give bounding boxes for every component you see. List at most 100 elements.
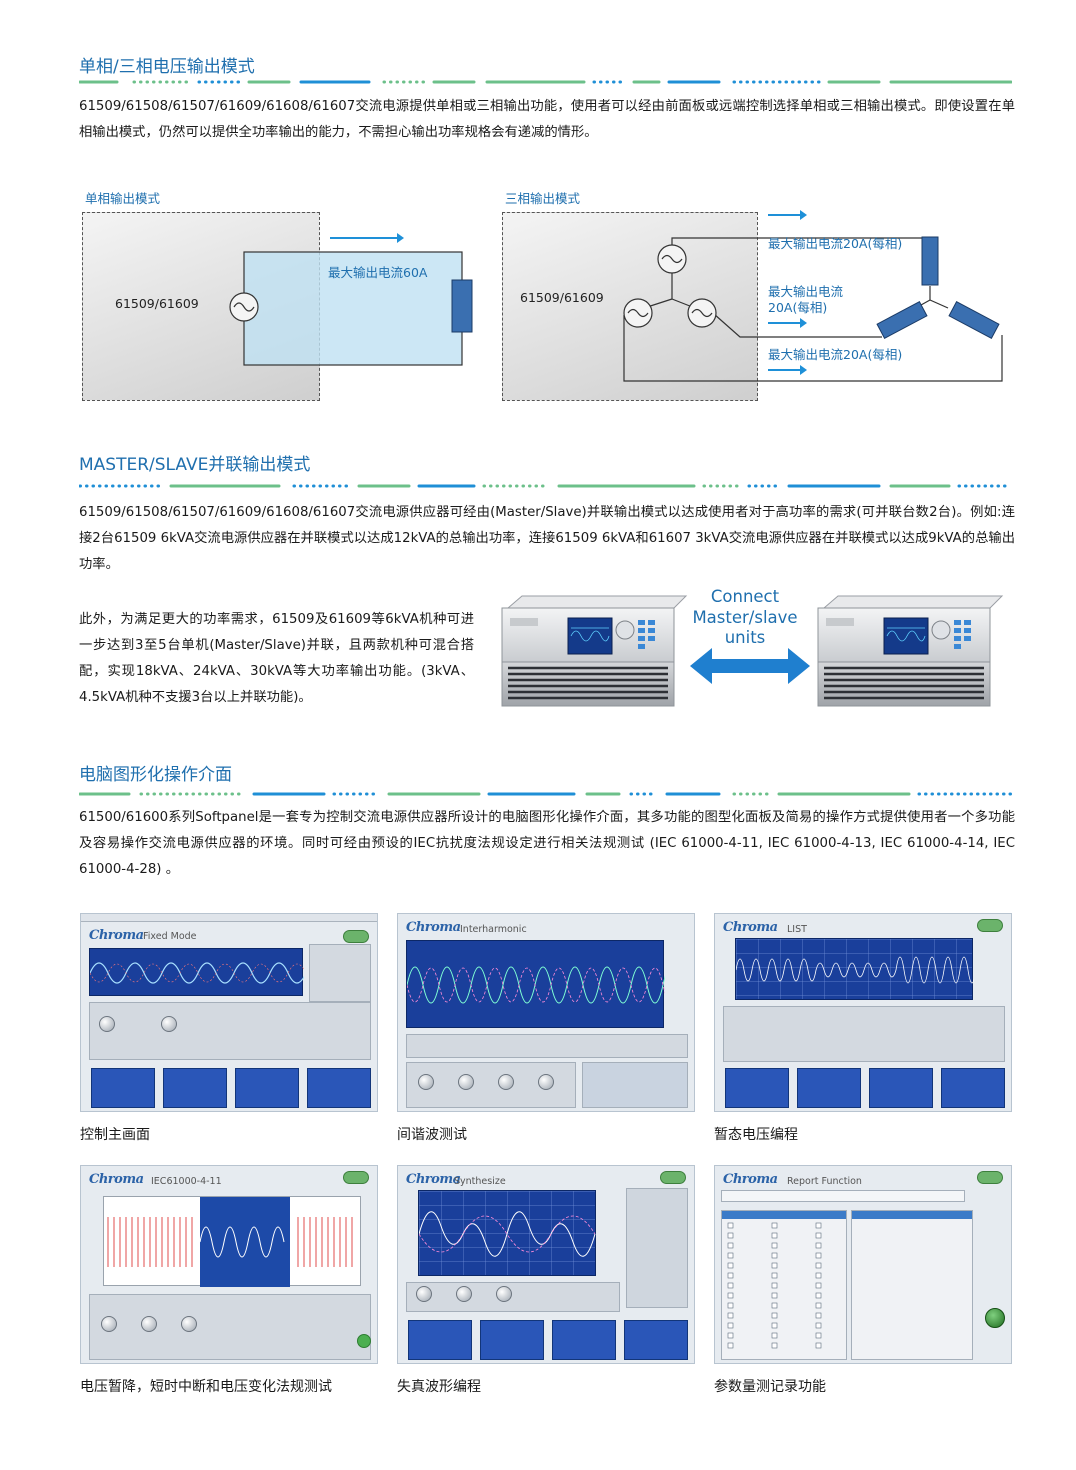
waveform-scope [735, 938, 974, 1000]
single-phase-current: 最大输出电流60A [328, 265, 428, 280]
mini-scope [941, 1068, 1005, 1108]
three-phase-current-mid-2: 20A(每相) [768, 300, 828, 315]
waveform-scope [406, 940, 680, 1028]
mini-scope [307, 1068, 371, 1108]
three-phase-label: 三相输出模式 [505, 191, 581, 206]
chroma-logo: Chroma [723, 920, 778, 935]
settings-panel [89, 1002, 371, 1060]
mini-scope [235, 1068, 299, 1108]
section-title-master-slave: MASTER/SLAVE并联输出模式 [79, 455, 311, 475]
chroma-logo: Chroma [406, 1172, 461, 1187]
mini-scope [797, 1068, 861, 1108]
screenshot-interharmonic: Chroma Interharmonic [397, 913, 695, 1112]
screenshot-report-function: Chroma Report Function [714, 1165, 1012, 1364]
report-path-field[interactable] [721, 1190, 965, 1202]
chroma-logo: Chroma [89, 1172, 144, 1187]
chroma-logo: Chroma [89, 928, 144, 943]
iec-settings-panel [89, 1294, 371, 1360]
synthesized-waveform [419, 1211, 596, 1257]
single-phase-diagram [229, 233, 473, 366]
bidirectional-arrow [690, 648, 810, 684]
section-side-paragraph: 此外，为满足更大的功率需求，61509及61609等6kVA机种可进一步达到3至… [79, 612, 474, 705]
chroma-logo: Chroma [723, 1172, 778, 1187]
three-phase-current-mid-1: 最大输出电流 [768, 284, 844, 299]
back-button[interactable] [343, 930, 369, 943]
section-paragraph-softpanel: 61500/61600系列Softpanel是一套专为控制交流电源供应器所设计的… [79, 810, 1015, 877]
mini-scope [552, 1320, 616, 1360]
knob[interactable] [181, 1316, 197, 1332]
mini-scope [163, 1068, 227, 1108]
parameter-checklist [721, 1210, 847, 1360]
mini-scope [869, 1068, 933, 1108]
knob[interactable] [418, 1074, 434, 1090]
mini-scope [725, 1068, 789, 1108]
screenshot-fixed-mode: Chroma Fixed Mode [80, 913, 378, 1112]
mini-scope [480, 1320, 544, 1360]
section-paragraph-master-slave: 61509/61508/61507/61609/61608/61607交流电源供… [79, 505, 1015, 572]
measurement-table [582, 1062, 688, 1108]
list-waveform [736, 956, 974, 984]
single-phase-model: 61509/61609 [115, 296, 199, 311]
back-button[interactable] [660, 1171, 686, 1184]
connect-label-line-1: Connect [710, 587, 780, 606]
section-title-softpanel: 电脑图形化操作介面 [79, 765, 232, 785]
shot-title: IEC61000-4-11 [151, 1176, 222, 1187]
section-divider [79, 792, 1012, 796]
section-divider [79, 484, 1012, 488]
back-button[interactable] [343, 1171, 369, 1184]
chroma-logo: Chroma [406, 920, 461, 935]
connect-master-slave-label: Connect Master/slave units [680, 587, 810, 649]
single-phase-label: 单相输出模式 [85, 191, 161, 206]
connect-label-line-3: units [724, 628, 766, 647]
record-start-button[interactable] [985, 1308, 1005, 1328]
dip-waveform-plot [103, 1196, 361, 1287]
mini-scope [408, 1320, 472, 1360]
frequency-knob[interactable] [161, 1016, 177, 1032]
caption-list: 暂态电压编程 [714, 1127, 798, 1143]
knob[interactable] [538, 1074, 554, 1090]
shot-title: Synthesize [454, 1176, 506, 1187]
screenshot-synthesize: Chroma Synthesize [397, 1165, 695, 1364]
section-divider [79, 80, 1012, 84]
waveform-scope [89, 948, 307, 996]
shot-title: Fixed Mode [143, 931, 197, 942]
three-phase-diagram [623, 210, 1003, 382]
master-slave-units-illustration [501, 595, 1004, 707]
screenshot-list: Chroma LIST [714, 913, 1012, 1112]
shot-title: Interharmonic [460, 924, 527, 935]
sine-waveform [89, 962, 307, 984]
voltage-dip-waveform [107, 1197, 353, 1287]
caption-synthesize: 失真波形编程 [397, 1379, 481, 1395]
caption-fixed-mode: 控制主画面 [80, 1127, 150, 1143]
screenshot-iec61000-4-11: Chroma IEC61000-4-11 [80, 1165, 378, 1364]
three-phase-current-bottom: 最大输出电流20A(每相) [768, 347, 903, 362]
mini-scope [91, 1068, 155, 1108]
shot-title: LIST [787, 924, 807, 935]
record-settings [851, 1210, 973, 1360]
harmonic-settings [406, 1034, 688, 1058]
three-phase-current-top: 最大输出电流20A(每相) [768, 236, 903, 251]
harmonics-list [626, 1188, 688, 1308]
mini-scope [624, 1320, 688, 1360]
knob[interactable] [416, 1286, 432, 1302]
caption-interharmonic: 间谐波测试 [397, 1127, 467, 1143]
connect-label-line-2: Master/slave [692, 607, 798, 627]
three-phase-source-box [502, 212, 758, 401]
voltage-knob[interactable] [99, 1016, 115, 1032]
knob[interactable] [458, 1074, 474, 1090]
section-title-phase-mode: 单相/三相电压输出模式 [79, 57, 255, 77]
knob[interactable] [456, 1286, 472, 1302]
knob[interactable] [141, 1316, 157, 1332]
sequence-panel [723, 1006, 1005, 1062]
knob[interactable] [101, 1316, 117, 1332]
start-indicator[interactable] [357, 1334, 371, 1348]
knob[interactable] [498, 1074, 514, 1090]
caption-iec61000-4-11: 电压暂降，短时中断和电压变化法规测试 [80, 1379, 332, 1395]
back-button[interactable] [977, 1171, 1003, 1184]
interharmonic-waveform [406, 966, 680, 1004]
back-button[interactable] [977, 919, 1003, 932]
three-phase-model: 61509/61609 [520, 290, 604, 305]
shot-title: Report Function [787, 1176, 862, 1187]
control-panel [309, 944, 371, 1002]
knob[interactable] [496, 1286, 512, 1302]
